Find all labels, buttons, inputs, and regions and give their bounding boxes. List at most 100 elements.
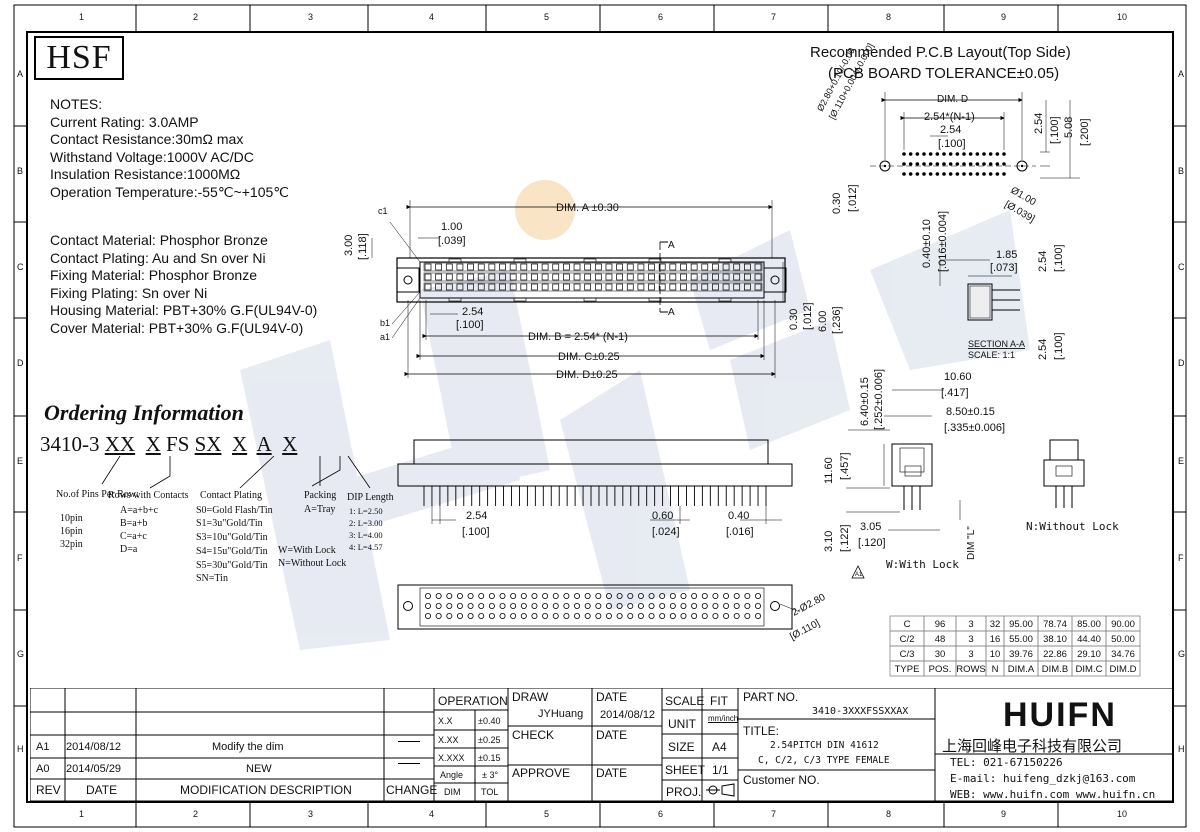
material-line: Cover Material: PBT+30% G.F(UL94V-0) [50,319,304,336]
pcb-508: 5.08 [1063,117,1075,138]
bottom-hole [595,613,602,620]
rows-option: C=a+c [120,531,147,542]
with-lock-label: W:With Lock [886,558,959,571]
projection-symbol [706,783,735,797]
note-line: NOTES: [50,96,103,112]
bottom-hole [733,613,740,620]
contact-cell [509,283,517,291]
bottom-hole [648,613,655,620]
contact-cell [477,263,485,271]
bottom-view: 2-Ø2.80 [Ø.110] [397,584,828,643]
pcb-hole [922,172,926,176]
dim-b-label: DIM. B = 2.54* (N-1) [528,331,628,343]
dim-d-label: DIM. D±0.25 [556,369,618,381]
pcb-hole [955,152,960,156]
contact-cell [531,273,538,281]
bottom-hole [520,593,527,600]
elev-100: [.100] [462,526,490,538]
contact-cell [563,283,570,291]
table-value: 38.10 [1043,634,1067,645]
bottom-hole [467,613,474,620]
company-name: 上海回峰电子科技有限公司 [942,738,1123,755]
pcb-200: [.200] [1079,118,1091,146]
bottom-hole [627,613,634,620]
bottom-hole [627,603,634,610]
code-part: A [256,432,272,456]
pcb-hole [955,172,960,176]
table-value: 39.76 [1009,649,1033,660]
scale-label: SCALE [665,694,705,708]
elev-024: [.024] [652,526,680,538]
contact-cell [552,273,560,281]
table-value: 16 [990,634,1001,645]
op-tol: ±0.15 [478,753,501,763]
elev-060: 0.60 [652,510,673,522]
contact-cell [424,283,432,291]
bottom-hole [499,593,506,600]
bottom-hole [584,593,591,600]
elev-040: 0.40 [728,510,749,522]
rows-option: A=a+b+c [120,505,159,516]
table-value: 22.86 [1043,649,1067,660]
contact-cell [467,263,474,271]
contact-row [423,282,763,292]
table-header: N [992,664,999,675]
pcb-hole [928,162,933,166]
pcb-hole [908,162,913,166]
contact-cell [531,283,538,291]
without-lock-label: N:Without Lock [1026,520,1119,533]
dip-option: 3: L=4.00 [349,530,383,540]
pins-option: 32pin [60,539,83,550]
latch-tab [513,297,527,302]
bottom-hole [499,603,506,610]
bottom-hole [680,603,687,610]
plating-option: SN=Tin [196,573,228,584]
material-line: Fixing Plating: Sn over Ni [50,284,208,301]
pcb-hole [1002,162,1006,166]
size-value: A4 [712,740,727,754]
table-value: 96 [935,619,946,630]
bottom-hole [680,613,687,620]
unit-label: UNIT [668,717,696,731]
pcb-hole [955,162,960,166]
op-row: Angle [440,770,464,780]
bottom-hole [691,613,698,620]
bottom-hole [467,593,474,600]
bottom-hole [435,603,442,610]
pcb-254: 2.54 [940,124,961,136]
pcb-hole [988,152,993,156]
contact-cell [754,273,762,281]
grid-col-label: 9 [1001,809,1006,819]
ordering-title: Ordering Information [44,400,244,425]
contact-cell [690,283,698,291]
contact-cell [499,273,506,281]
contact-cell [712,273,719,281]
check-label: CHECK [512,728,555,742]
grid-col-label: 7 [771,12,776,22]
bottom-hole [478,593,485,600]
pcb-hole [942,162,946,166]
change-header: CHANGE [386,783,438,797]
change-dash [398,763,420,764]
grid-col-label: 7 [771,809,776,819]
proj-label: PROJ. [666,785,702,799]
table-cell [1105,660,1141,677]
pcb-hole [1002,172,1006,176]
ordering-code: 3410-3 XX X FS SX X A X [40,432,297,457]
pcb-hole [935,152,940,156]
contact-cell [435,273,442,281]
contact-row [423,272,763,282]
bottom-hole [520,603,527,610]
bottom-hole [605,603,612,610]
contact-cell [637,283,645,291]
op-row: X.XX [438,735,459,745]
grid-row-label: E [1178,456,1184,466]
pcb-hole [995,152,1000,156]
bottom-hole [446,593,453,600]
bottom-hole [733,603,740,610]
grid-row-label: C [17,262,24,272]
grid-col-label: 8 [886,12,891,22]
pcb-hole [902,162,906,166]
